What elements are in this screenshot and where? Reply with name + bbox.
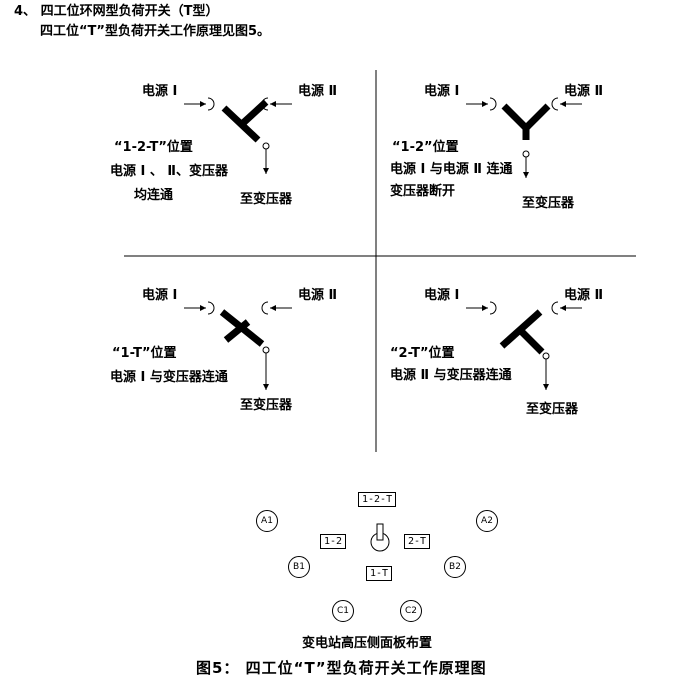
q2-source-2-label: 电源 Ⅱ <box>564 84 604 99</box>
indicator-b1: B1 <box>288 556 310 578</box>
panel-position-1-2-t: 1-2-T <box>358 492 397 507</box>
q4-description-1: 电源 Ⅱ 与变压器连通 <box>390 368 512 383</box>
panel-knob <box>370 523 390 552</box>
panel-position-2-t: 2-T <box>404 534 431 549</box>
quadrant-4-switch <box>466 301 582 390</box>
indicator-a2: A2 <box>476 510 498 532</box>
q3-source-2-label: 电源 Ⅱ <box>298 288 338 303</box>
section-intro: 四工位“T”型负荷开关工作原理见图5。 <box>40 24 271 39</box>
q4-position-label: “2-T”位置 <box>390 346 455 361</box>
indicator-c2: C2 <box>400 600 422 622</box>
q2-position-label: “1-2”位置 <box>392 140 459 155</box>
q3-description-1: 电源 I 与变压器连通 <box>110 370 228 385</box>
q3-to-transformer: 至变压器 <box>240 398 293 413</box>
q2-to-transformer: 至变压器 <box>522 196 575 211</box>
quadrant-2-switch <box>466 97 582 178</box>
q4-source-1-label: 电源 I <box>424 288 460 303</box>
q1-description-2: 均连通 <box>134 188 174 203</box>
indicator-a1: A1 <box>256 510 278 532</box>
q1-position-label: “1-2-T”位置 <box>114 140 193 155</box>
q1-source-2-label: 电源 Ⅱ <box>298 84 338 99</box>
q2-description-2: 变压器断开 <box>390 184 456 199</box>
q1-description-1: 电源 I 、 Ⅱ、变压器 <box>110 164 228 179</box>
q3-position-label: “1-T”位置 <box>112 346 177 361</box>
q2-source-1-label: 电源 I <box>424 84 460 99</box>
indicator-b2: B2 <box>444 556 466 578</box>
indicator-c1: C1 <box>332 600 354 622</box>
quadrant-3-switch <box>184 301 292 390</box>
q3-source-1-label: 电源 I <box>142 288 178 303</box>
q4-source-2-label: 电源 Ⅱ <box>564 288 604 303</box>
q2-description-1: 电源 I 与电源 Ⅱ 连通 <box>390 162 513 177</box>
panel-position-1-2: 1-2 <box>320 534 347 549</box>
panel-position-1-t: 1-T <box>366 566 393 581</box>
q1-source-1-label: 电源 I <box>142 84 178 99</box>
quadrant-1-switch <box>184 97 292 174</box>
panel-caption: 变电站高压侧面板布置 <box>302 636 433 651</box>
section-heading: 4、 四工位环网型负荷开关（T型） <box>14 4 219 19</box>
q4-to-transformer: 至变压器 <box>526 402 579 417</box>
figure-caption: 图5： 四工位“T”型负荷开关工作原理图 <box>196 659 487 677</box>
q1-to-transformer: 至变压器 <box>240 192 293 207</box>
